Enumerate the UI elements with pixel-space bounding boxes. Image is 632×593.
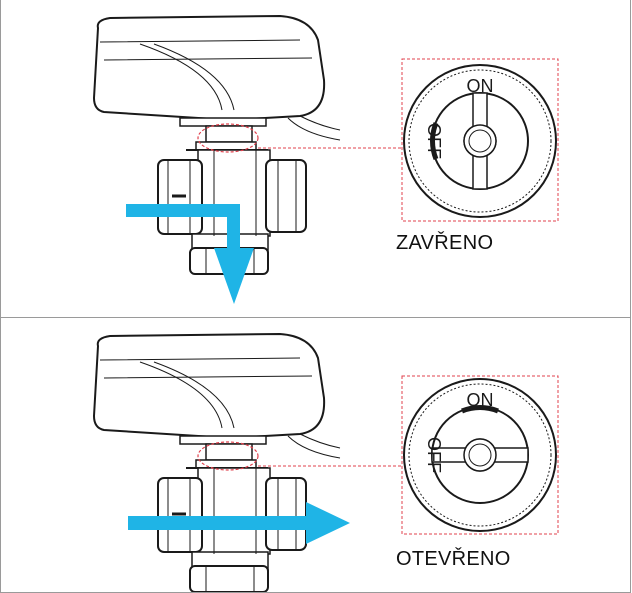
knob-closed-off-label: OFF bbox=[424, 123, 444, 159]
closed-valve-drawing bbox=[92, 14, 342, 276]
knob-closed bbox=[403, 64, 557, 218]
knob-open bbox=[403, 378, 557, 532]
knob-closed-on-label: ON bbox=[467, 76, 494, 96]
flow-arrow-down bbox=[126, 204, 254, 304]
open-state-label: OTEVŘENO bbox=[396, 548, 511, 570]
open-valve-drawing bbox=[92, 332, 342, 592]
flow-arrow-straight bbox=[128, 502, 350, 544]
knob-open-off-label: OFF bbox=[424, 437, 444, 473]
knob-open-on-label: ON bbox=[467, 390, 494, 410]
closed-state-label: ZAVŘENO bbox=[396, 232, 494, 254]
